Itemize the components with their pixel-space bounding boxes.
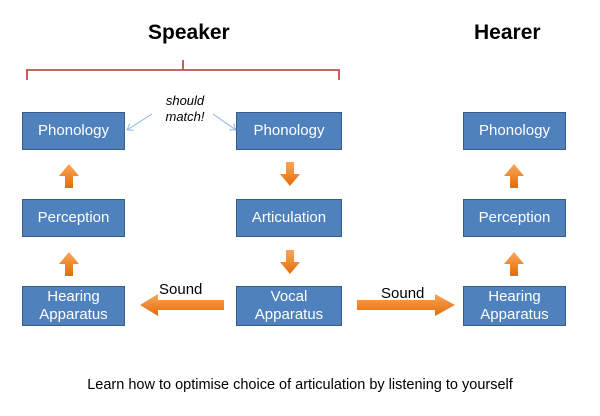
vocal-phonology-box: Phonology [236, 112, 342, 150]
speaker-hearing-apparatus-box: Hearing Apparatus [22, 286, 125, 326]
arrow-perception-to-phonology [59, 164, 79, 188]
arrow-articulation-to-vocal [280, 250, 300, 274]
arrow-hearer-perception-to-phonology [504, 164, 524, 188]
caption: Learn how to optimise choice of articula… [87, 377, 513, 393]
speaker-perception-box: Perception [22, 199, 125, 237]
arrow-hearer-hearing-to-perception [504, 252, 524, 276]
sound-label-left: Sound [159, 281, 203, 298]
vocal-apparatus-box: Vocal Apparatus [236, 286, 342, 326]
speaker-heading: Speaker [148, 21, 230, 44]
sound-arrow-right [357, 294, 455, 316]
hearer-heading: Hearer [474, 21, 541, 44]
hearer-hearing-apparatus-box: Hearing Apparatus [463, 286, 566, 326]
sound-arrow-left [140, 294, 224, 316]
arrow-hearing-to-perception [59, 252, 79, 276]
articulation-box: Articulation [236, 199, 342, 237]
speaker-brace [26, 60, 340, 80]
hearer-phonology-box: Phonology [463, 112, 566, 150]
match-arrow-left [127, 113, 153, 130]
should-match-note: should match! [165, 93, 205, 124]
match-arrow-right [212, 113, 236, 130]
sound-label-right: Sound [381, 285, 425, 302]
speaker-phonology-box: Phonology [22, 112, 125, 150]
arrow-phonology-to-articulation [280, 162, 300, 186]
hearer-perception-box: Perception [463, 199, 566, 237]
